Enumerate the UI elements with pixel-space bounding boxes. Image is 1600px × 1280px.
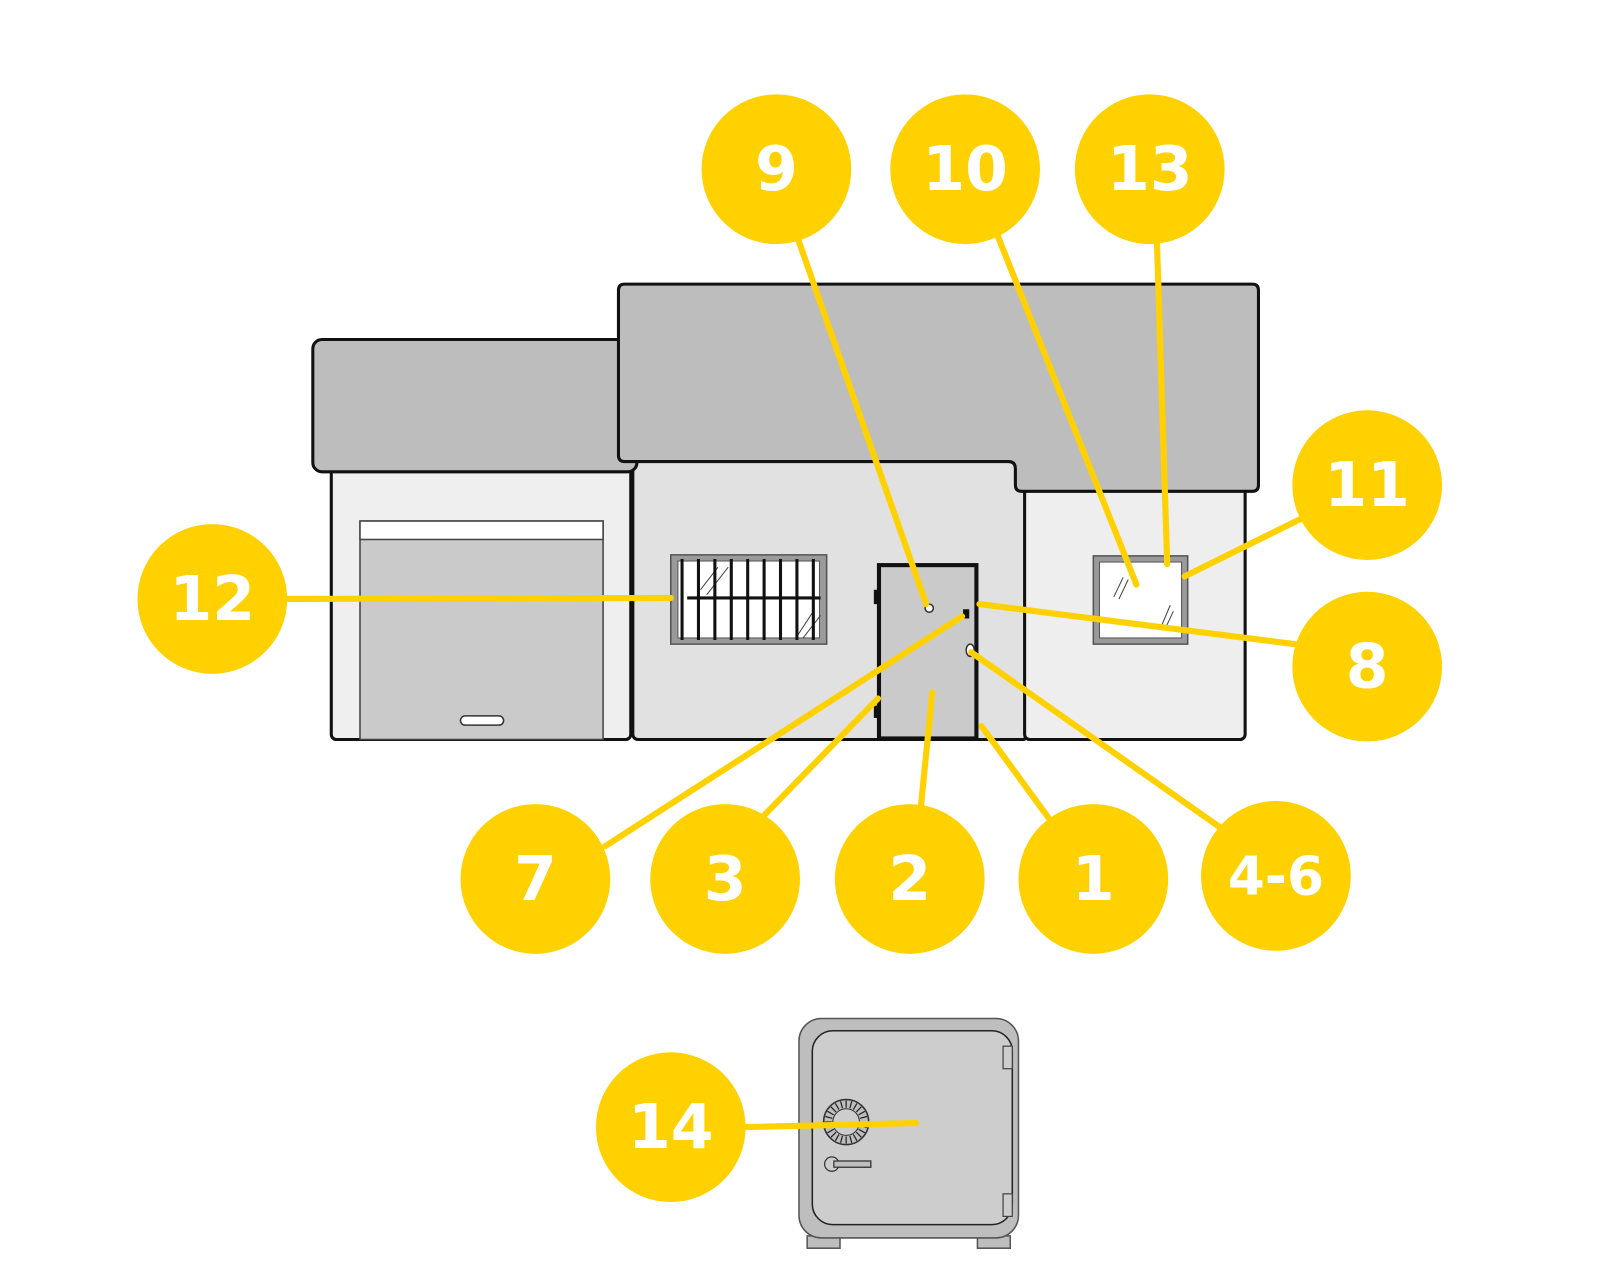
barred-window bbox=[669, 554, 828, 645]
safe-handle bbox=[823, 1156, 872, 1172]
callout-12[interactable]: 12 bbox=[137, 524, 288, 674]
callout-label: 3 bbox=[704, 843, 747, 915]
safe-hinge-bottom bbox=[1002, 1193, 1013, 1218]
dial-tick bbox=[834, 1134, 840, 1142]
door-latch bbox=[963, 609, 970, 619]
glass-glare bbox=[1165, 611, 1174, 627]
callout-4-6[interactable]: 4-6 bbox=[1201, 801, 1351, 951]
callout-label: 12 bbox=[170, 563, 256, 635]
leader-line-4-6 bbox=[968, 649, 1224, 831]
callouts: 9 10 13 11 8 12 7 3 bbox=[137, 94, 1443, 1203]
dial-tick bbox=[849, 1135, 853, 1144]
dial-tick bbox=[859, 1115, 868, 1119]
dial-tick bbox=[834, 1103, 840, 1110]
callout-label: 11 bbox=[1324, 449, 1410, 521]
callout-label: 1 bbox=[1072, 843, 1115, 915]
leader-line-13 bbox=[1153, 237, 1171, 568]
dial-tick bbox=[839, 1101, 844, 1109]
dial-tick bbox=[855, 1131, 862, 1138]
leader-line-7 bbox=[602, 613, 966, 850]
garage-door bbox=[359, 520, 604, 741]
door-hinge-bottom bbox=[873, 705, 879, 718]
leader-line-2 bbox=[917, 689, 936, 809]
leader-line-8 bbox=[793, 232, 930, 608]
house bbox=[311, 282, 1260, 742]
callout-2[interactable]: 2 bbox=[834, 804, 985, 954]
callout-10[interactable]: 10 bbox=[890, 94, 1040, 245]
glass-glare bbox=[1113, 577, 1124, 598]
callout-9[interactable]: 8 bbox=[1292, 591, 1443, 742]
callout-label: 2 bbox=[888, 843, 931, 915]
callout-13[interactable]: 13 bbox=[1074, 94, 1225, 245]
dial-tick bbox=[825, 1115, 833, 1119]
dial-tick bbox=[858, 1128, 866, 1134]
dial-tick bbox=[855, 1106, 862, 1113]
callout-14[interactable]: 14 bbox=[595, 1052, 746, 1203]
glass-glare bbox=[706, 566, 729, 596]
callout-8[interactable]: 9 bbox=[701, 94, 852, 245]
safe-hinge-top bbox=[1002, 1045, 1013, 1070]
dial-tick bbox=[858, 1110, 866, 1116]
glass-glare bbox=[1161, 604, 1171, 625]
front-door bbox=[873, 563, 979, 741]
dial-tick bbox=[830, 1131, 837, 1138]
dial-tick bbox=[827, 1110, 835, 1116]
callout-label: 10 bbox=[922, 133, 1008, 205]
garage-roof bbox=[311, 337, 639, 474]
callout-label: 8 bbox=[1346, 631, 1389, 703]
leader-line-12 bbox=[284, 594, 674, 603]
dial-tick bbox=[849, 1101, 853, 1109]
glass-glare bbox=[1118, 579, 1129, 600]
door-hinge-top bbox=[873, 589, 879, 605]
dial-tick bbox=[839, 1135, 844, 1144]
garage-door-handle bbox=[459, 715, 505, 726]
callout-label: 4-6 bbox=[1228, 844, 1324, 907]
glass-glare bbox=[795, 611, 814, 639]
dial-tick bbox=[852, 1134, 858, 1142]
callout-label: 9 bbox=[755, 133, 798, 205]
callout-label: 7 bbox=[514, 843, 557, 915]
callout-1[interactable]: 1 bbox=[1018, 804, 1169, 954]
leader-line-9 bbox=[976, 601, 1298, 648]
callout-label: 13 bbox=[1107, 133, 1193, 205]
window-bars bbox=[680, 558, 821, 640]
leader-line-3 bbox=[761, 695, 882, 819]
dial-tick bbox=[827, 1128, 835, 1134]
callout-7[interactable]: 7 bbox=[460, 804, 611, 954]
leader-line-14 bbox=[737, 1119, 919, 1131]
garage-door-header bbox=[359, 520, 604, 541]
callout-label: 14 bbox=[628, 1091, 714, 1163]
main-roof bbox=[616, 282, 1260, 493]
safe bbox=[798, 1017, 1020, 1249]
leader-line-10 bbox=[993, 230, 1140, 588]
leader-line-1 bbox=[978, 723, 1052, 821]
callout-3[interactable]: 3 bbox=[650, 804, 800, 954]
dial-tick bbox=[830, 1106, 837, 1113]
dial-tick bbox=[852, 1103, 858, 1110]
callout-11[interactable]: 11 bbox=[1292, 410, 1443, 560]
leader-line-11 bbox=[1181, 514, 1306, 580]
leader-lines bbox=[284, 230, 1306, 1131]
